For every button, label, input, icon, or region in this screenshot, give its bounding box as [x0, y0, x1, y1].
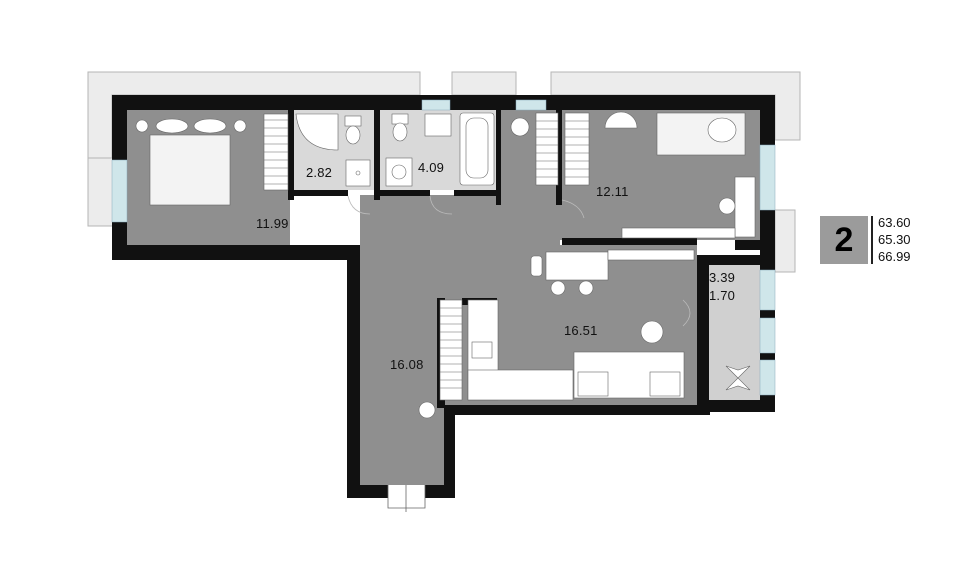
area-living: 16.51: [564, 323, 598, 338]
floor-loggia: [709, 265, 760, 400]
plant-icon: [725, 365, 751, 391]
area-hall: 16.08: [390, 357, 424, 372]
door-swings: [347, 195, 691, 327]
area-bathroom: 2.82: [306, 165, 333, 180]
kitchen-counter-icon: [467, 299, 574, 401]
coffee-table-icon: [640, 320, 664, 344]
legend-area-2: 65.30: [878, 232, 911, 247]
room-count-badge: 2: [820, 216, 868, 264]
dining-table-icon: [530, 251, 609, 296]
area-loggia-b: 1.70: [709, 288, 736, 303]
corridor-wardrobe-icon: [535, 112, 590, 186]
windows: [111, 99, 776, 396]
wardrobe-icon: [263, 113, 289, 191]
bathtub-icon: [459, 112, 495, 186]
double-bed-icon: [135, 118, 247, 206]
area-bedroom-1: 11.99: [256, 216, 289, 231]
round-rug-icon: [604, 111, 638, 129]
area-bedroom-2: 12.11: [596, 184, 629, 199]
legend-areas: 63.60 65.30 66.99: [878, 214, 911, 265]
apartment-legend: 2 63.60 65.30 66.99: [820, 214, 930, 266]
shower-icon: [295, 113, 339, 151]
meter-icon: [510, 117, 530, 137]
sink-2-icon: [424, 113, 452, 137]
desk-icon: [718, 176, 756, 238]
toilet-2-icon: [391, 113, 409, 142]
entrance-door-icon: [387, 485, 426, 512]
sink-icon: [345, 159, 371, 187]
hall-wardrobe-icon: [439, 299, 463, 401]
single-bed-icon: [656, 112, 746, 156]
washing-machine-icon: [385, 157, 413, 187]
legend-area-1: 63.60: [878, 215, 911, 230]
sofa-icon: [573, 351, 685, 399]
tv-stand-icon: [621, 227, 736, 239]
toilet-icon: [344, 115, 362, 145]
legend-divider: [871, 216, 873, 264]
legend-area-3: 66.99: [878, 249, 911, 264]
area-toilet: 4.09: [418, 160, 445, 175]
tv-icon: [607, 249, 695, 261]
floor-hall-living: [360, 195, 697, 485]
area-loggia-a: 3.39: [709, 270, 736, 285]
hall-meter-icon: [418, 401, 436, 419]
